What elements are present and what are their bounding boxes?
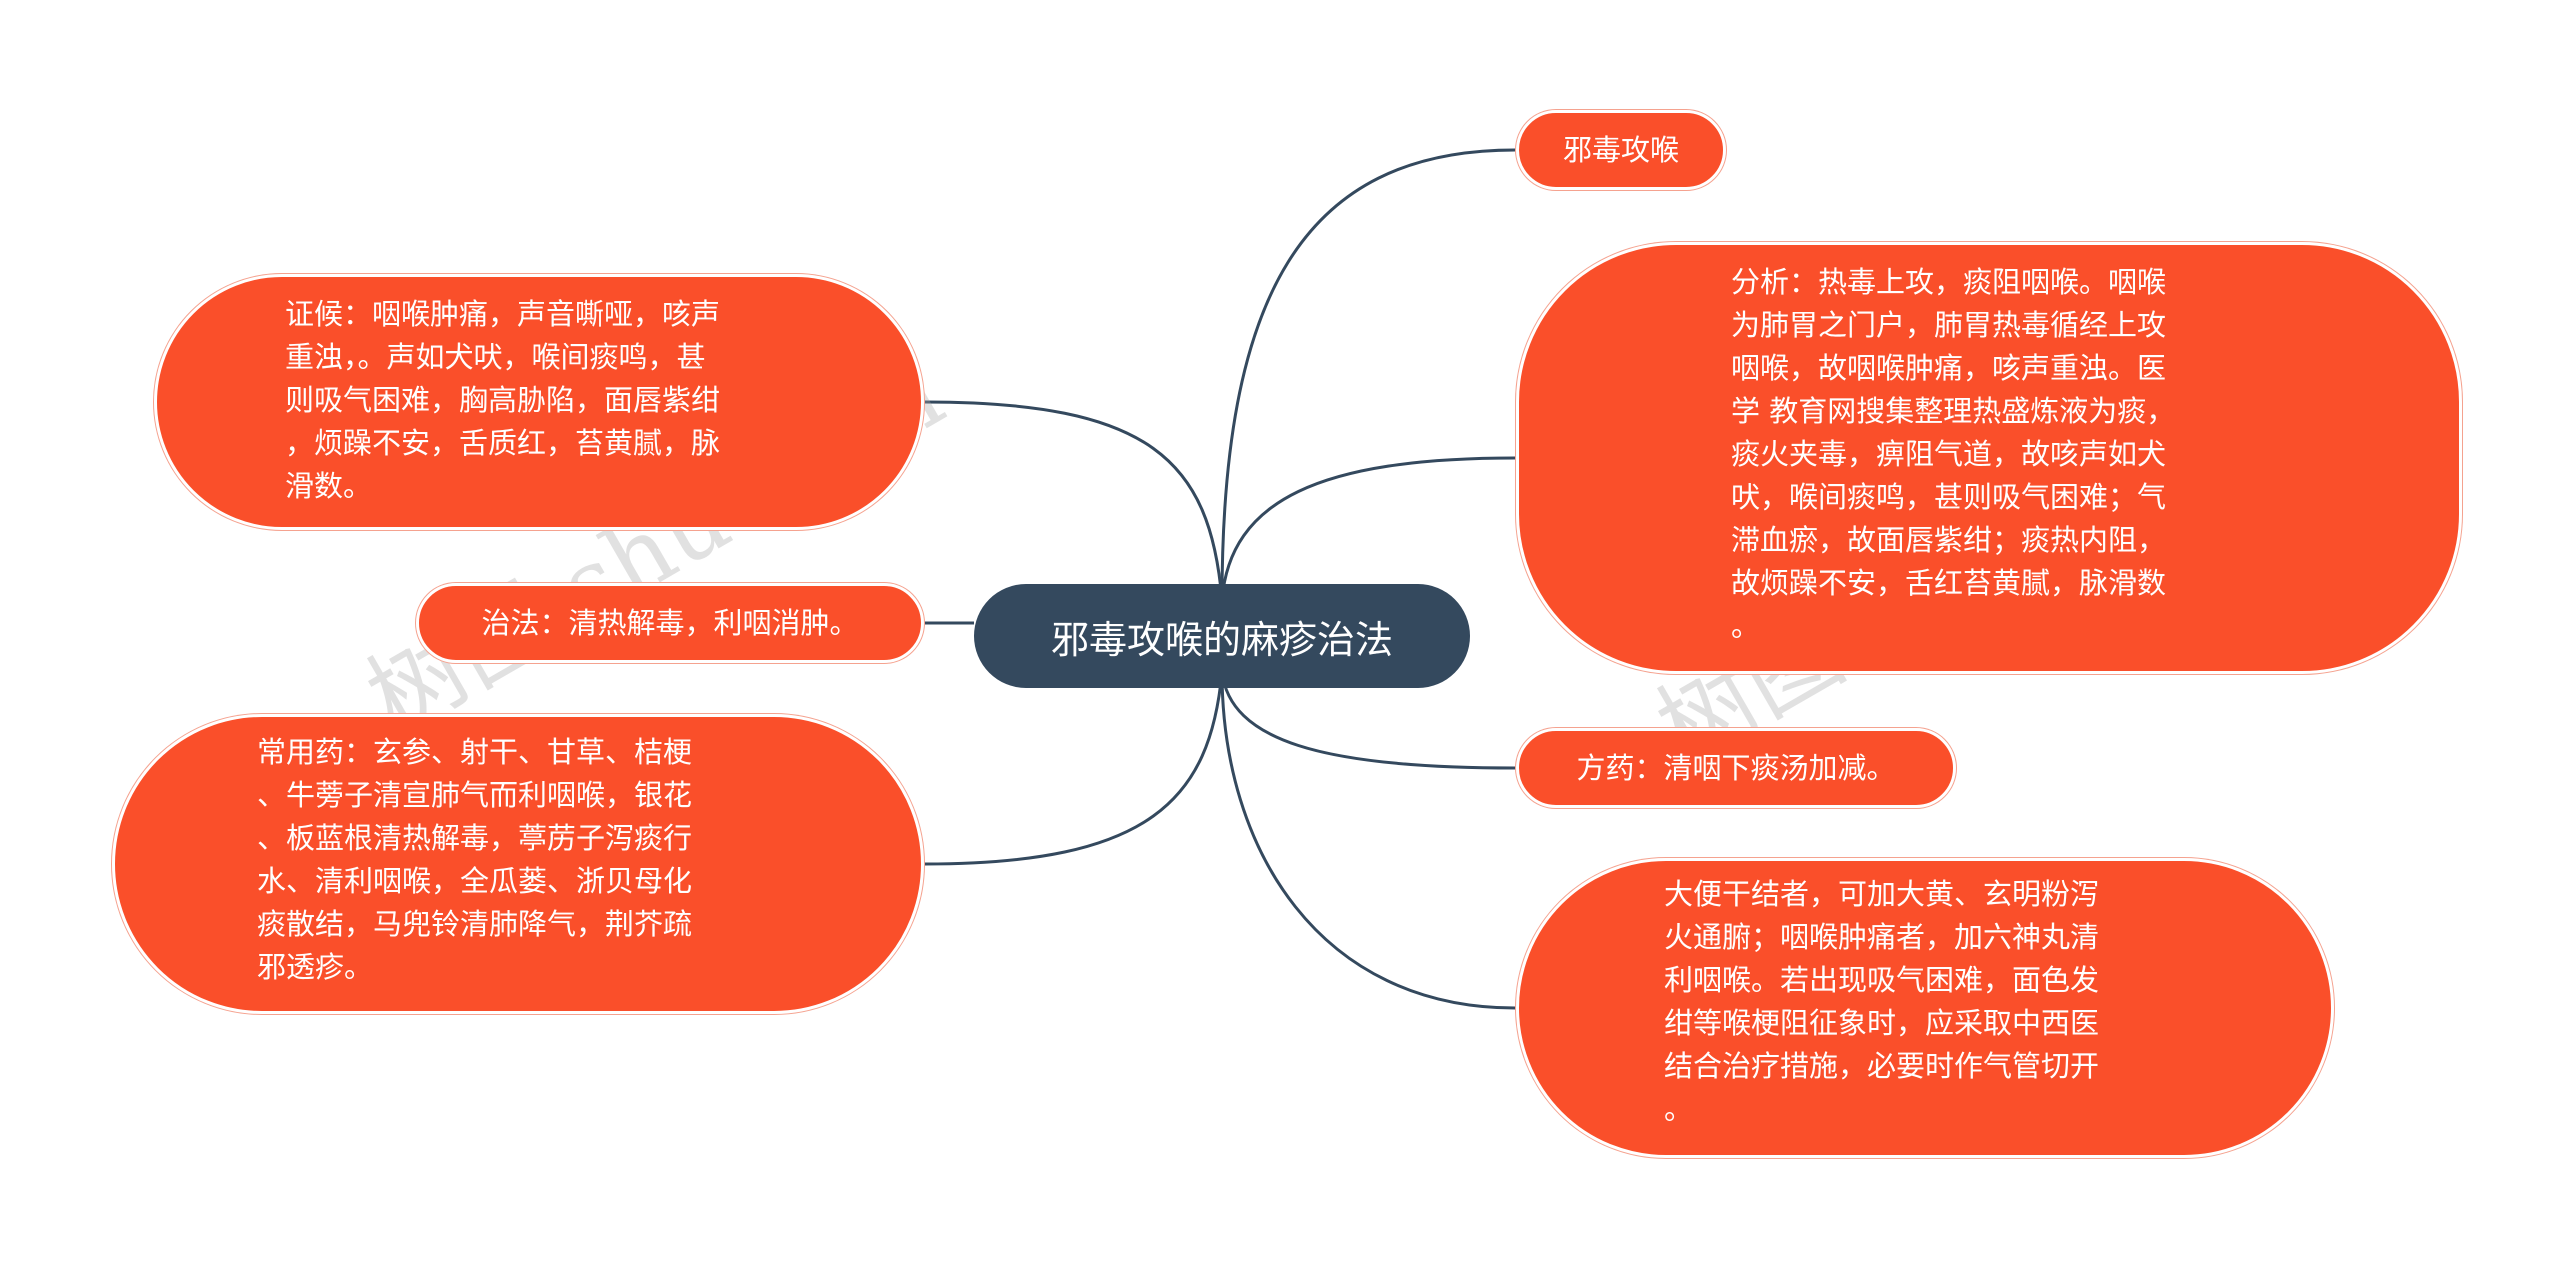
node-zhi-fa[interactable]: 治法：清热解毒，利咽消肿。 [416, 583, 924, 663]
node-zheng-hou-text: 证候：咽喉肿痛，声音嘶哑，咳声 重浊，。声如犬吠，喉间痰鸣，甚 则吸气困难，胸高… [285, 297, 721, 503]
link-fen-xi [1220, 456, 1516, 601]
node-fen-xi-text: 分析：热毒上攻，痰阻咽喉。咽喉 为肺胃之门户，肺胃热毒循经上攻 咽喉，故咽喉肿痛… [1731, 265, 2176, 643]
node-zheng-hou[interactable]: 证候：咽喉肿痛，声音嘶哑，咳声 重浊，。声如犬吠，喉间痰鸣，甚 则吸气困难，胸高… [154, 274, 924, 530]
link-zheng-hou [924, 400, 1224, 601]
node-fang-yao[interactable]: 方药：清咽下痰汤加减。 [1516, 728, 1956, 808]
node-jia-jian-text: 大便干结者，可加大黄、玄明粉泻 火通腑；咽喉肿痛者，加六神丸清 利咽喉。若出现吸… [1664, 877, 2100, 1126]
link-jia-jian [1220, 671, 1516, 1010]
link-fang-yao [1220, 671, 1516, 770]
central-topic[interactable]: 邪毒攻喉的麻疹治法 [974, 584, 1470, 688]
node-chang-yong-yao[interactable]: 常用药：玄参、射干、甘草、桔梗 、牛蒡子清宣肺气而利咽喉，银花 、板蓝根清热解毒… [112, 714, 924, 1014]
link-chang-yong [924, 671, 1224, 866]
node-jia-jian[interactable]: 大便干结者，可加大黄、玄明粉泻 火通腑；咽喉肿痛者，加六神丸清 利咽喉。若出现吸… [1516, 858, 2334, 1158]
node-fen-xi[interactable]: 分析：热毒上攻，痰阻咽喉。咽喉 为肺胃之门户，肺胃热毒循经上攻 咽喉，故咽喉肿痛… [1516, 242, 2462, 674]
node-xie-du[interactable]: 邪毒攻喉 [1516, 110, 1726, 190]
node-chang-yong-yao-text: 常用药：玄参、射干、甘草、桔梗 、牛蒡子清宣肺气而利咽喉，银花 、板蓝根清热解毒… [257, 735, 693, 984]
link-xie-du [1220, 148, 1516, 601]
